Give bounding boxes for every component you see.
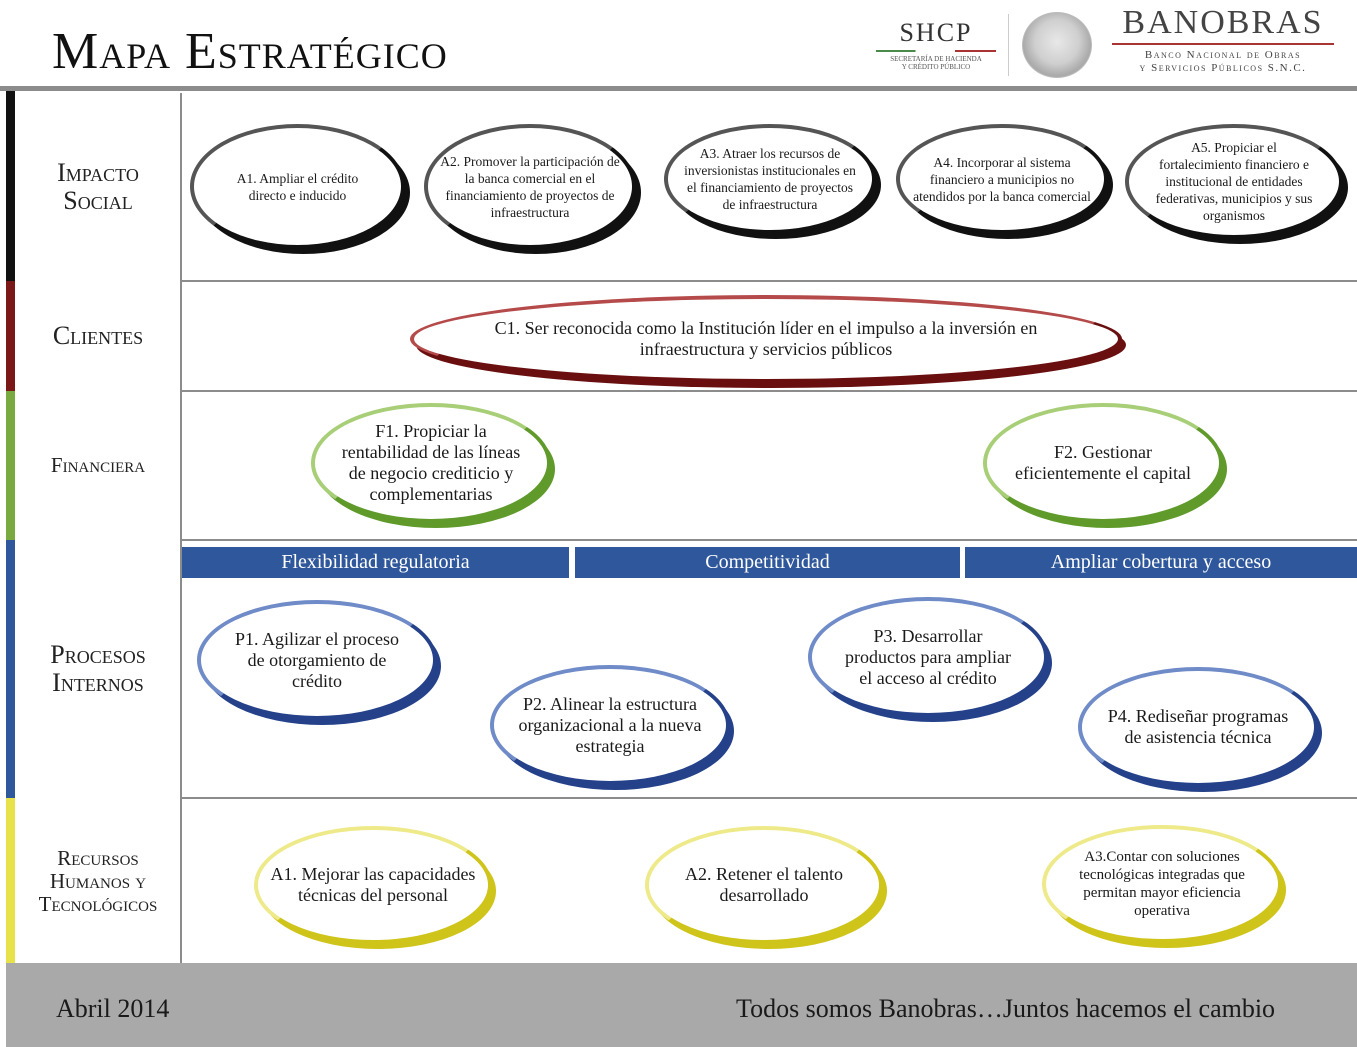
footer-slogan: Todos somos Banobras…Juntos hacemos el c… (736, 994, 1276, 1023)
objective-a1-impacto: A1. Ampliar el crédito directo e inducid… (190, 124, 405, 249)
row-bar-procesos-internos (6, 540, 15, 798)
banobras-subtitle-1: Banco Nacional de Obras (1144, 49, 1302, 61)
row-label-line: Impacto (57, 157, 139, 187)
row-label-line: Humanos y (49, 868, 147, 893)
objective-f2-financiera: F2. Gestionar eficientemente el capital (983, 403, 1223, 523)
objective-p2-procesos: P2. Alinear la estructura organizacional… (490, 665, 730, 785)
row-bar-impacto-social (6, 91, 15, 281)
objective-p3-procesos: P3. Desarrollar productos para ampliar e… (808, 597, 1048, 717)
row-bar-financiera (6, 391, 15, 540)
row-bar-clientes (6, 281, 15, 391)
row-label-financiera: Financiera (50, 453, 146, 477)
logo-divider (1008, 14, 1009, 76)
objective-c1-clientes: C1. Ser reconocida como la Institución l… (410, 295, 1122, 383)
objective-a5-impacto: A5. Propiciar el fortalecimiento financi… (1125, 124, 1343, 239)
objective-f1-financiera: F1. Propiciar la rentabilidad de las lín… (311, 403, 551, 523)
row-label-clientes: Clientes (52, 321, 144, 350)
row-label-line: Recursos (57, 845, 139, 870)
theme-ampliar-cobertura: Ampliar cobertura y acceso (965, 547, 1357, 578)
label-column-divider (180, 93, 182, 963)
footer-date: Abril 2014 (56, 994, 170, 1023)
row-bar-recursos (6, 798, 15, 963)
theme-flexibilidad-regulatoria: Flexibilidad regulatoria (182, 547, 569, 578)
banobras-divider (1112, 43, 1334, 45)
shcp-subtitle-2: Y CRÉDITO PÚBLICO (901, 63, 971, 71)
objective-a3-impacto: A3. Atraer los recursos de inversionista… (664, 124, 876, 234)
row-label-line: Procesos (50, 640, 146, 669)
row-divider-3 (180, 539, 1357, 541)
objective-a4-impacto: A4. Incorporar al sistema financiero a m… (896, 124, 1108, 234)
objective-p1-procesos: P1. Agilizar el proceso de otorgamiento … (197, 600, 437, 720)
row-divider-2 (180, 390, 1357, 392)
objective-a2-recursos: A2. Retener el talento desarrollado (645, 826, 883, 944)
row-label-recursos: Recursos Humanos y Tecnológicos (16, 799, 180, 963)
banobras-name: BANOBRAS (1122, 4, 1324, 41)
row-label-procesos-internos: Procesos Internos (16, 541, 180, 797)
banobras-subtitle-2: y Servicios Públicos S.N.C. (1139, 62, 1307, 74)
shcp-subtitle-1: SECRETARÍA DE HACIENDA (890, 55, 982, 63)
row-label-line: Social (63, 185, 133, 215)
banobras-logo: BANOBRAS Banco Nacional de Obras y Servi… (1112, 4, 1334, 75)
theme-competitividad: Competitividad (575, 547, 960, 578)
row-label-line: Internos (52, 668, 144, 697)
objective-p4-procesos: P4. Rediseñar programas de asistencia té… (1078, 667, 1318, 787)
header-rule (0, 86, 1357, 91)
row-divider-1 (180, 280, 1357, 282)
national-seal-icon (1022, 12, 1092, 78)
row-label-impacto-social: Impacto Social (16, 93, 180, 280)
objective-a3-recursos: A3.Contar con soluciones tecnológicas in… (1042, 825, 1282, 943)
shcp-logo: SHCP SECRETARÍA DE HACIENDA Y CRÉDITO PÚ… (876, 18, 996, 71)
row-divider-4 (180, 797, 1357, 799)
shcp-divider (876, 50, 996, 52)
row-label-line: Tecnológicos (38, 891, 158, 916)
objective-a2-impacto: A2. Promover la participación de la banc… (424, 124, 636, 249)
shcp-name: SHCP (899, 18, 973, 47)
footer-bar (6, 963, 1357, 1047)
page-title: Mapa Estratégico (52, 23, 448, 80)
objective-a1-recursos: A1. Mejorar las capacidades técnicas del… (254, 826, 492, 944)
